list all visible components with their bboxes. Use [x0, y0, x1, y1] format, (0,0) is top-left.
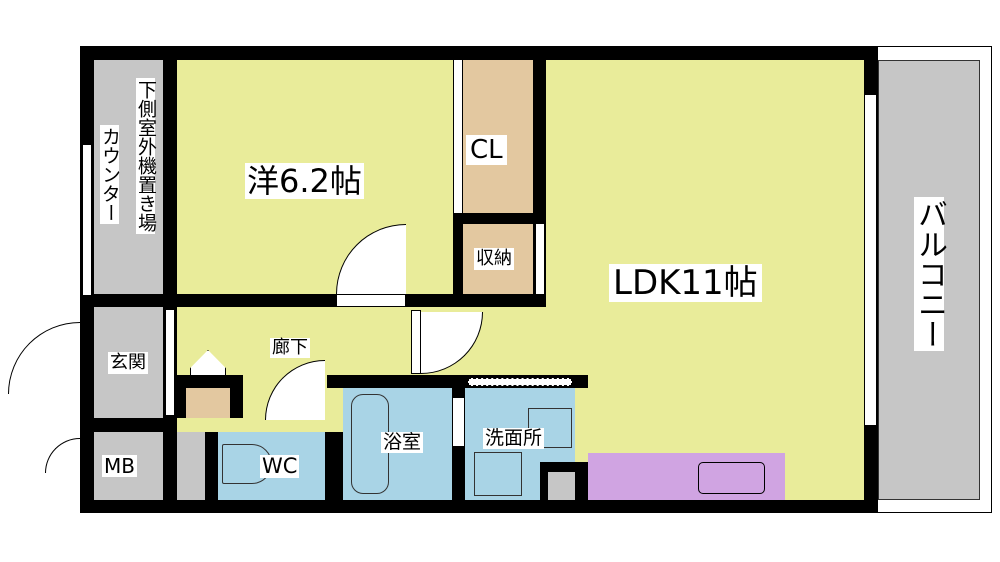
hallway-label: 廊下 [270, 337, 310, 358]
bath-label: 浴室 [381, 431, 424, 453]
pipe-space [177, 432, 205, 500]
outdoor-unit-label: 下側室外機置き場 [135, 78, 157, 234]
sink-icon [698, 462, 765, 494]
entrance-label: 玄関 [108, 352, 148, 374]
shoe-box [186, 388, 230, 418]
storage-label: 収納 [474, 248, 514, 270]
kitchen-counter [588, 453, 785, 500]
balcony-window[interactable] [864, 95, 877, 425]
ldk-label: LDK11帖 [609, 264, 762, 302]
entrance-step [165, 310, 175, 415]
washbasin-icon [474, 452, 522, 496]
washroom-sliding-door[interactable] [468, 378, 572, 386]
storage-door[interactable] [535, 224, 545, 294]
mb-door[interactable] [45, 438, 80, 473]
window-left [82, 145, 92, 295]
mb-label: MB [102, 454, 137, 478]
counter-label: カウンター [99, 125, 121, 224]
front-door[interactable] [8, 322, 80, 394]
wc-label: WC [260, 454, 300, 478]
washroom-label: 洗面所 [483, 427, 545, 449]
closet-sliding-door[interactable] [453, 60, 463, 213]
pipe-shaft [548, 472, 575, 500]
closet-label: CL [466, 135, 507, 165]
balcony-label: バルコニー [912, 197, 947, 351]
western-room-label: 洋6.2帖 [245, 162, 364, 200]
western-door-opening [336, 294, 406, 307]
ldk-door-frame [411, 310, 421, 374]
bath-door[interactable] [452, 397, 465, 447]
